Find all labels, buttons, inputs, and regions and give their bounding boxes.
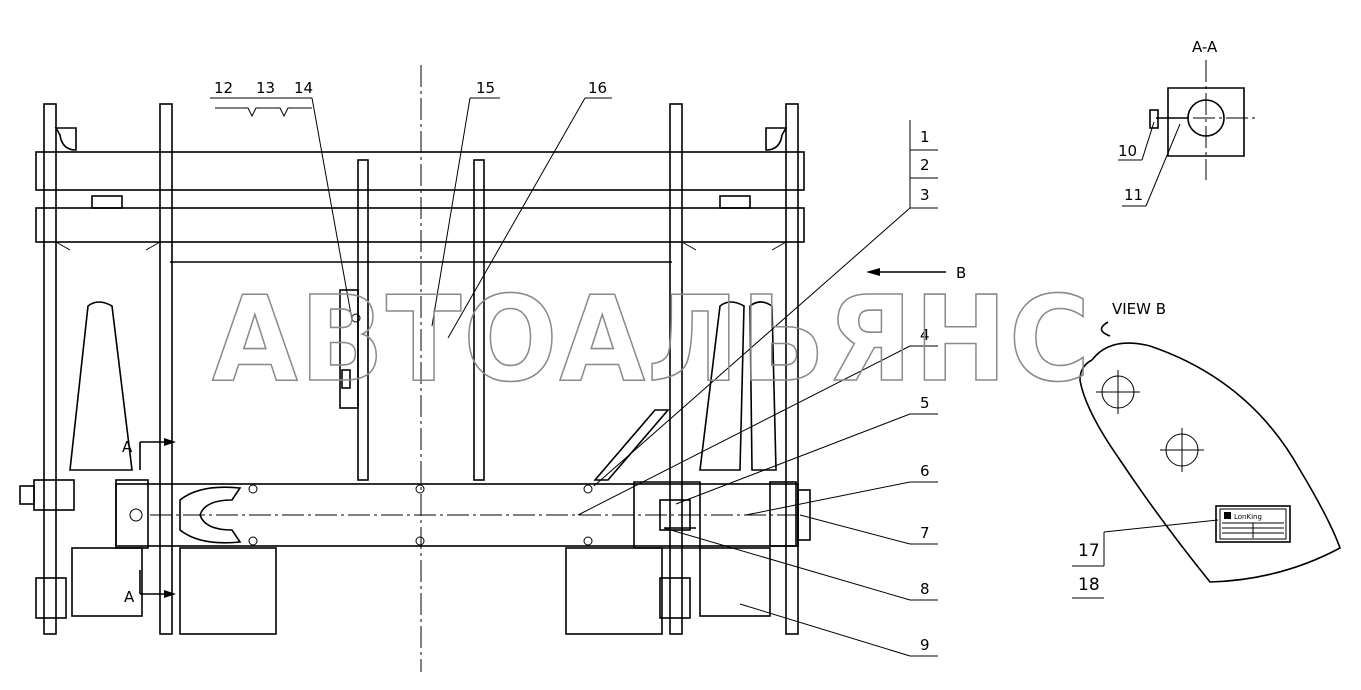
middle-cross-beam <box>35 207 805 243</box>
callout-16: 16 <box>588 79 607 97</box>
left-lower-block <box>179 547 277 635</box>
left-top-hook <box>54 127 77 151</box>
view-arrow-label: B <box>956 264 966 282</box>
callout-14: 14 <box>294 79 313 97</box>
right-inner-side-plate <box>669 103 683 635</box>
upper-cross-beam <box>35 151 805 191</box>
callout-18: 18 <box>1078 575 1100 595</box>
right-outer-side-plate <box>785 103 799 635</box>
latch-lever <box>593 409 670 481</box>
right-top-lug <box>719 195 751 209</box>
callout-12: 12 <box>214 79 233 97</box>
nameplate: LonKing <box>1215 505 1291 543</box>
callout-9: 9 <box>920 636 930 654</box>
section-title: A-A <box>1192 38 1218 56</box>
callout-8: 8 <box>920 580 930 598</box>
right-tapered-arm <box>699 301 745 471</box>
left-outer-side-plate <box>43 103 57 635</box>
left-tapered-arm <box>69 301 133 471</box>
callout-6: 6 <box>920 462 930 480</box>
view-b: VIEW B LonKing 17 18 <box>1072 300 1341 599</box>
main-view <box>19 65 811 672</box>
callout-17: 17 <box>1078 541 1100 561</box>
view-b-plate-outline <box>1079 321 1341 583</box>
callout-1: 1 <box>920 128 930 146</box>
callout-11: 11 <box>1124 186 1143 204</box>
section-arrow-top-label: A <box>122 438 133 456</box>
shaft-bolt-holes <box>248 484 593 546</box>
callout-3: 3 <box>920 186 930 204</box>
callout-15: 15 <box>476 79 495 97</box>
callout-13: 13 <box>256 79 275 97</box>
section-arrows: A A <box>122 438 176 606</box>
section-a-a: A-A 10 11 <box>1118 38 1258 207</box>
retaining-plate <box>339 289 359 409</box>
left-top-lug <box>91 195 123 209</box>
callout-5: 5 <box>920 394 930 412</box>
nameplate-brand: LonKing <box>1234 513 1262 521</box>
callout-4: 4 <box>920 326 930 344</box>
right-lower-block <box>565 547 663 635</box>
left-inner-side-plate <box>159 103 173 635</box>
shaft-fork <box>179 486 242 544</box>
callouts: 12 13 14 15 16 1 2 3 4 5 6 7 <box>210 79 938 657</box>
right-top-hook <box>765 127 788 151</box>
callout-7: 7 <box>920 524 930 542</box>
left-lower-roller <box>71 547 143 617</box>
watermark-text: АВТОАЛЬЯНС <box>212 270 1092 408</box>
middle-right-rib <box>473 159 485 481</box>
callout-10: 10 <box>1118 142 1137 160</box>
view-arrow-b: B <box>866 264 966 282</box>
view-title: VIEW B <box>1112 300 1166 318</box>
callout-2: 2 <box>920 156 930 174</box>
right-lower-roller <box>699 547 771 617</box>
section-arrow-bottom-label: A <box>124 588 135 606</box>
